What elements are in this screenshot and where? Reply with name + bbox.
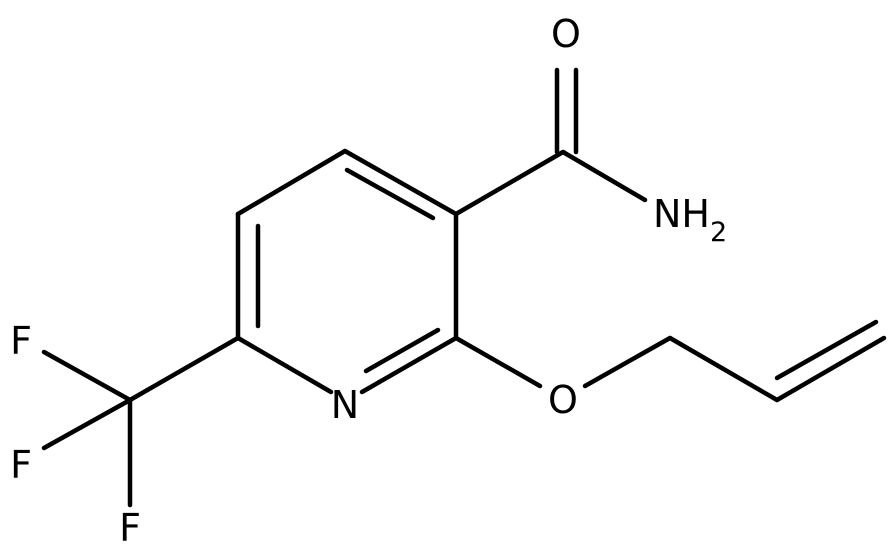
atom-label-ether-o: O	[548, 378, 578, 422]
bond-c4-c5	[235, 148, 348, 217]
amide-nh-text: NH	[653, 192, 710, 236]
atom-label-fluorine-bottom: F	[119, 506, 141, 550]
bond-n1-c2-inner	[363, 327, 441, 374]
trifluoromethyl-group	[41, 335, 241, 508]
bond-o-ch2	[582, 335, 673, 389]
bond-c2-o	[453, 335, 543, 389]
bond-carbonyl-n	[560, 149, 648, 203]
bond-c3-c4-inner	[344, 167, 436, 221]
bond-c6-cf3	[127, 335, 241, 403]
bond-ch2-ch	[667, 335, 780, 403]
atom-labels: O NH2 N O F F F	[10, 12, 727, 550]
atom-label-fluorine-left: F	[10, 443, 32, 487]
atom-label-amide-n: NH2	[653, 192, 727, 248]
bond-c6-n1	[235, 335, 334, 395]
bond-c3-c4	[342, 148, 459, 217]
bond-ch-ch2-terminal-inner	[774, 319, 879, 381]
bond-cf3-f1	[41, 349, 133, 403]
amide-subscript-2: 2	[710, 217, 727, 248]
bond-n1-c2	[359, 335, 459, 395]
allyloxy-group	[453, 319, 887, 403]
bond-c3-carbonyl	[453, 149, 566, 217]
bond-cf3-f2	[41, 397, 133, 451]
carboxamide-group	[453, 67, 648, 217]
atom-label-ring-n: N	[331, 383, 359, 427]
bond-ch-ch2-terminal	[774, 335, 887, 403]
pyridine-ring	[235, 148, 459, 395]
atom-label-carbonyl-o: O	[551, 12, 581, 56]
atom-label-fluorine-top: F	[10, 319, 32, 363]
